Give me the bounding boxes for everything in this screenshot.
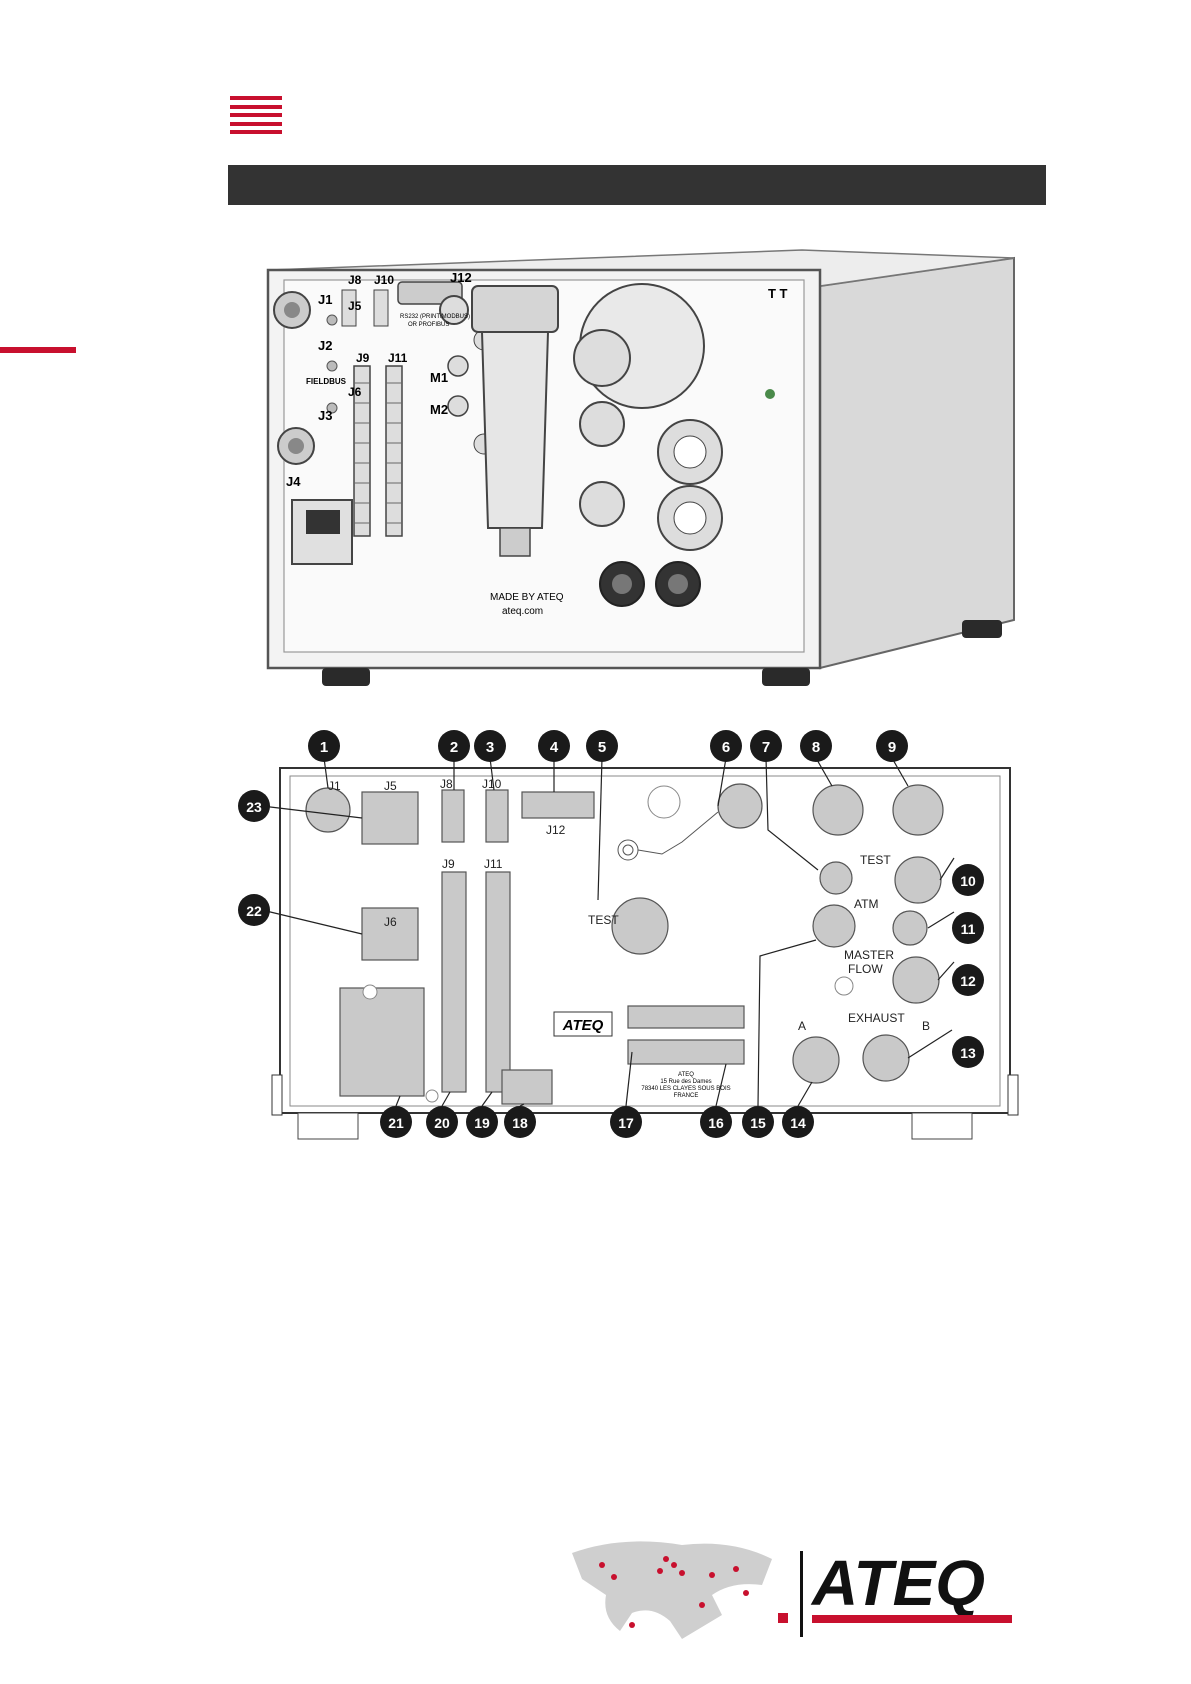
svg-text:21: 21 [388, 1115, 404, 1131]
photo-label-j5: J5 [348, 299, 362, 313]
diag-label-j6: J6 [384, 915, 397, 929]
callout-6: 6 [710, 730, 742, 762]
callout-3: 3 [474, 730, 506, 762]
diag-label-j5: J5 [384, 779, 397, 793]
photo-label-j12: J12 [450, 270, 472, 285]
callout-8: 8 [800, 730, 832, 762]
plate-line-3: 78340 LES CLAYES SOUS BOIS [641, 1086, 730, 1092]
photo-label-m1: M1 [430, 370, 448, 385]
callout-20: 20 [426, 1106, 458, 1138]
photo-top-right-label: T T [768, 286, 788, 301]
svg-text:7: 7 [762, 739, 770, 756]
footer-ateq-logo: ATEQ [572, 1541, 1012, 1639]
photo-label-j6: J6 [348, 385, 362, 399]
photo-rs232-label: RS232 (PRINT/MODBUS) [400, 314, 470, 320]
svg-text:16: 16 [708, 1115, 724, 1131]
svg-text:14: 14 [790, 1115, 806, 1131]
svg-text:18: 18 [512, 1115, 528, 1131]
svg-text:5: 5 [598, 739, 606, 756]
photo-website: ateq.com [502, 606, 543, 617]
photo-profibus-label: OR PROFIBUS [408, 322, 449, 328]
svg-text:8: 8 [812, 739, 820, 756]
diag-label-j12: J12 [546, 823, 566, 837]
callout-2: 2 [438, 730, 470, 762]
callout-12: 12 [952, 964, 984, 996]
diag-label-j11: J11 [484, 857, 503, 871]
photo-label-j2: J2 [318, 338, 332, 353]
svg-text:11: 11 [961, 921, 976, 937]
photo-label-j10: J10 [374, 273, 394, 287]
callout-4: 4 [538, 730, 570, 762]
product-rear-photo: J1 J2 J3 J4 J5 J6 J8 J9 J10 J11 J12 FIEL… [266, 249, 1015, 686]
diag-label-atm: ATM [854, 897, 878, 911]
callout-7: 7 [750, 730, 782, 762]
svg-text:15: 15 [750, 1115, 766, 1131]
svg-text:13: 13 [960, 1045, 976, 1061]
callout-21: 21 [380, 1106, 412, 1138]
callout-17: 17 [610, 1106, 642, 1138]
photo-made-by: MADE BY ATEQ [490, 592, 564, 603]
svg-text:6: 6 [722, 739, 730, 756]
rear-panel-diagram: ATEQ ATEQ 15 Rue des Dames 78340 LES CLA… [238, 730, 1019, 1140]
svg-text:17: 17 [618, 1115, 634, 1131]
svg-text:20: 20 [434, 1115, 450, 1131]
callout-22: 22 [238, 894, 270, 926]
section-title-bar [228, 165, 1046, 205]
photo-label-j9: J9 [356, 351, 370, 365]
photo-label-j1: J1 [318, 292, 332, 307]
callout-5: 5 [586, 730, 618, 762]
svg-text:12: 12 [960, 973, 976, 989]
plate-line-2: 15 Rue des Dames [660, 1079, 711, 1085]
diag-label-flow: FLOW [848, 962, 883, 976]
diag-label-master: MASTER [844, 948, 894, 962]
plate-line-1: ATEQ [678, 1072, 694, 1078]
plate-line-4: FRANCE [674, 1093, 699, 1099]
diag-label-test2: TEST [860, 853, 891, 867]
svg-text:2: 2 [450, 739, 458, 756]
callout-9: 9 [876, 730, 908, 762]
diag-label-a: A [798, 1019, 806, 1033]
photo-fieldbus-label: FIELDBUS [306, 377, 347, 386]
callout-18: 18 [504, 1106, 536, 1138]
svg-text:10: 10 [960, 873, 976, 889]
callout-11: 11 [952, 912, 984, 944]
photo-label-j11: J11 [388, 351, 408, 365]
diag-label-j8: J8 [440, 777, 453, 791]
diag-label-test: TEST [588, 913, 619, 927]
callout-19: 19 [466, 1106, 498, 1138]
photo-label-j4: J4 [286, 474, 301, 489]
world-map-icon [572, 1541, 772, 1639]
photo-label-j3: J3 [318, 408, 332, 423]
svg-text:1: 1 [320, 739, 328, 756]
callout-14: 14 [782, 1106, 814, 1138]
photo-label-j8: J8 [348, 273, 362, 287]
callout-16: 16 [700, 1106, 732, 1138]
diag-label-j1: J1 [328, 779, 341, 793]
diag-label-b: B [922, 1019, 930, 1033]
photo-label-m2: M2 [430, 402, 448, 417]
location-dots [599, 1556, 749, 1628]
svg-text:9: 9 [888, 739, 896, 756]
diag-label-j10: J10 [482, 777, 502, 791]
svg-text:4: 4 [550, 739, 559, 756]
footer-brand-text: ATEQ [810, 1547, 985, 1619]
diagram-logo: ATEQ [562, 1017, 604, 1034]
callout-10: 10 [952, 864, 984, 896]
svg-text:19: 19 [474, 1115, 490, 1131]
callout-1: 1 [308, 730, 340, 762]
svg-text:22: 22 [246, 903, 262, 919]
callout-13: 13 [952, 1036, 984, 1068]
callouts: 1 2 3 4 5 6 7 8 9 10 11 12 13 14 15 16 1… [238, 730, 984, 1138]
svg-text:23: 23 [246, 799, 262, 815]
hamburger-menu-icon[interactable] [230, 96, 282, 138]
diag-label-j9: J9 [442, 857, 455, 871]
callout-15: 15 [742, 1106, 774, 1138]
diag-label-exhaust: EXHAUST [848, 1011, 905, 1025]
side-accent-mark [0, 347, 76, 353]
callout-23: 23 [238, 790, 270, 822]
svg-text:3: 3 [486, 739, 494, 756]
